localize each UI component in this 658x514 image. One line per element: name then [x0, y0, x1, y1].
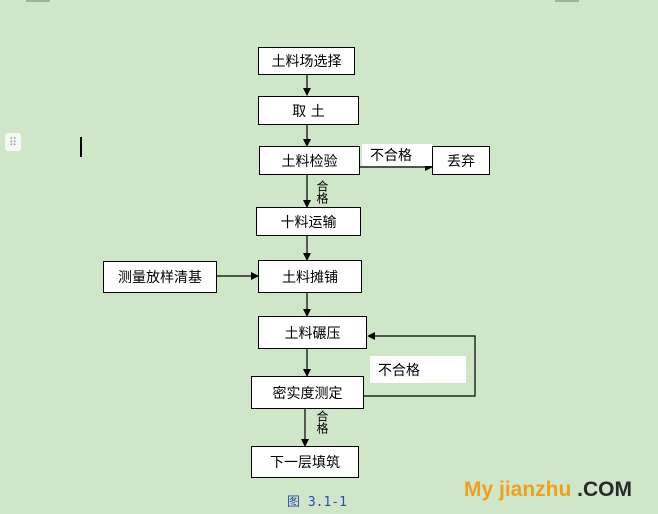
node-discard: 丢弃 — [432, 146, 490, 175]
figure-caption: 图 3.1-1 — [287, 495, 347, 510]
drag-handle-icon[interactable]: ⠿ — [5, 133, 21, 151]
watermark-text-domain: .COM — [571, 478, 633, 501]
node-compact: 土料碾压 — [258, 316, 367, 349]
node-take-soil: 取 土 — [258, 96, 359, 125]
node-density-test: 密实度测定 — [251, 376, 364, 409]
node-next-layer: 下一层填筑 — [251, 446, 359, 478]
top-margin-mark-left — [26, 0, 50, 2]
node-survey: 测量放样清基 — [103, 261, 217, 293]
node-inspect: 土料检验 — [259, 146, 360, 175]
watermark-text-primary: My jianzhu — [464, 478, 572, 501]
node-select-site: 土料场选择 — [258, 47, 355, 75]
edge-label-fail-density: 不合格 — [370, 356, 466, 383]
node-spread: 土料摊铺 — [258, 260, 362, 293]
edge-label-pass-density: 合格 — [315, 410, 329, 434]
text-cursor — [80, 137, 82, 157]
edge-label-pass-inspect: 合格 — [315, 180, 329, 204]
site-watermark-logo: My jianzhu .COM — [464, 478, 632, 502]
edge-test-back-to-compact — [364, 332, 476, 397]
top-margin-mark-right — [555, 0, 579, 2]
node-transport: 十料运输 — [256, 207, 361, 236]
edge-label-fail-inspect: 不合格 — [362, 144, 432, 166]
